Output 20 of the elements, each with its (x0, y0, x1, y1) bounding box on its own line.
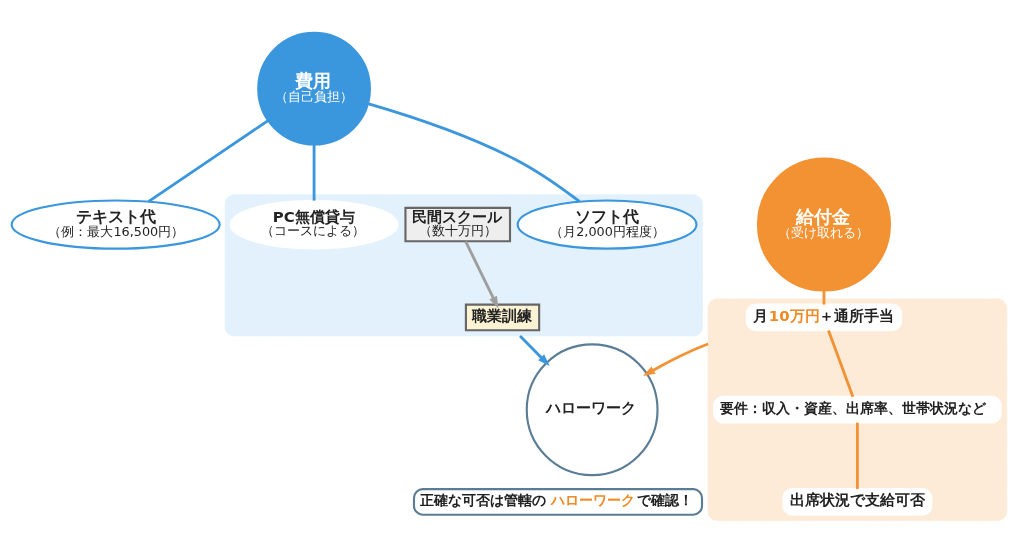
node-box: 要件：収入・資産、出席率、世帯状況など (713, 395, 1002, 424)
connector (367, 102, 581, 203)
cluster (224, 194, 703, 337)
node-circle: 給付金 （受け取れる） (756, 157, 891, 292)
arrow (519, 334, 550, 366)
node-ellipse: PC無償貸与 （コースによる） (229, 199, 399, 250)
node-ellipse: テキスト代 （例：最大16,500円） (10, 199, 221, 250)
node-box: 職業訓練 (464, 303, 541, 332)
connector (855, 422, 859, 489)
cluster (707, 298, 1008, 521)
node-box: 民間スクール （数十万円） (404, 206, 512, 243)
connector (827, 329, 855, 398)
connector (312, 144, 316, 201)
arrow (643, 342, 709, 377)
node-ellipse: ソフト代 （月2,000円程度） (516, 199, 698, 250)
connector (147, 119, 269, 203)
node-box: 正確な可否は管轄のハローワークで確認！ (412, 488, 704, 516)
arrow (464, 240, 499, 309)
node-circle: 費用 （自己負担） (257, 31, 371, 146)
node-box: 出席状況で支給可否 (782, 488, 933, 516)
